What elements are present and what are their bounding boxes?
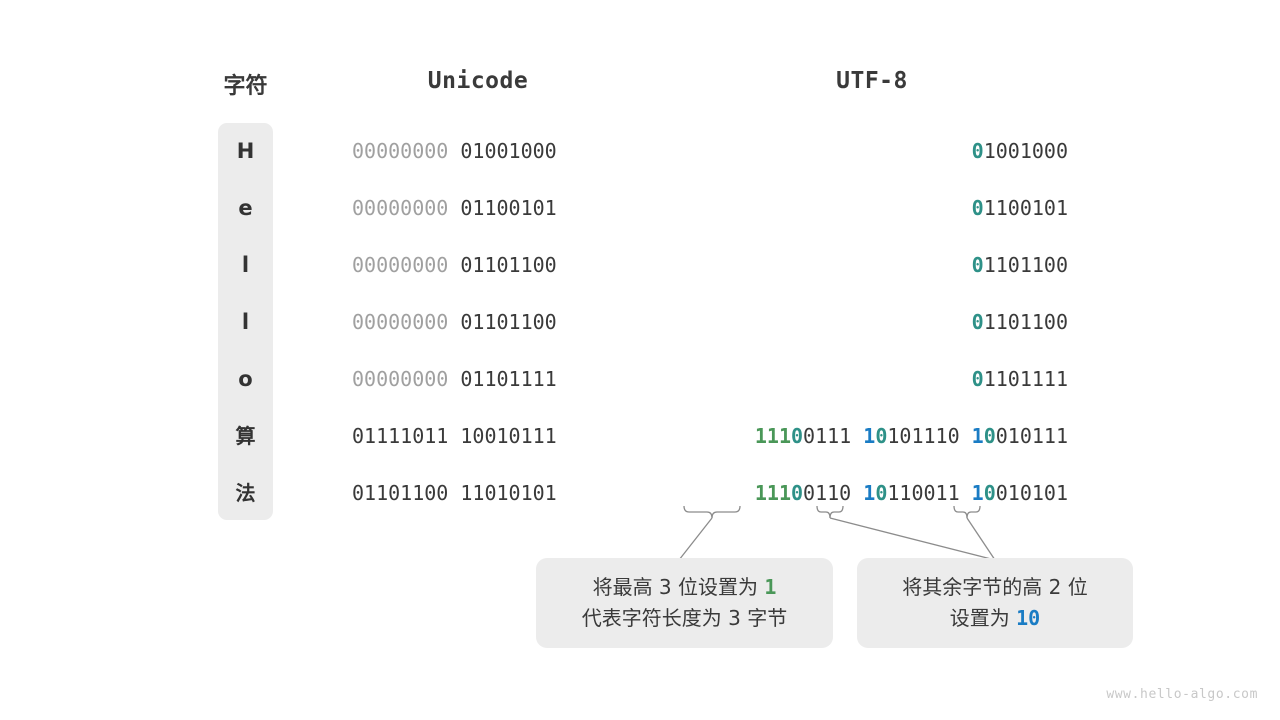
character-cell: 算 bbox=[235, 424, 256, 448]
unicode-cell: 01111011 10010111 bbox=[352, 423, 608, 449]
callout-1-line-2-text: 代表字符长度为 3 字节 bbox=[581, 606, 788, 630]
bit-segment-dark: 01100101 bbox=[460, 196, 557, 220]
bit-segment-dim bbox=[448, 367, 460, 391]
callout-2-line-1: 将其余字节的高 2 位 bbox=[902, 572, 1087, 603]
bit-segment-dark: 0110 bbox=[803, 481, 852, 505]
bit-segment-blue: 1 bbox=[863, 424, 876, 448]
bit-segment-green: 111 bbox=[754, 481, 791, 505]
bit-segment-dark: 110011 bbox=[887, 481, 960, 505]
bit-segment-dark bbox=[960, 481, 972, 505]
column-header-utf8: UTF-8 bbox=[836, 68, 908, 94]
bit-segment-dark bbox=[448, 424, 460, 448]
callout-1-line-1: 将最高 3 位设置为 1 bbox=[593, 572, 777, 603]
bit-segment-dark: 10010111 bbox=[460, 424, 557, 448]
bit-segment-dark bbox=[851, 481, 863, 505]
leader-line-3 bbox=[966, 517, 996, 561]
leader-line-1 bbox=[678, 517, 713, 561]
bit-segment-blue: 1 bbox=[971, 481, 984, 505]
character-cell: l bbox=[241, 253, 250, 277]
utf8-cell: 01100101 bbox=[676, 195, 1068, 221]
callout-2-line-1-text: 将其余字节的高 2 位 bbox=[902, 575, 1088, 599]
bit-segment-teal: 0 bbox=[971, 367, 984, 391]
bit-segment-dim bbox=[448, 310, 460, 334]
bit-segment-dim: 00000000 bbox=[352, 310, 449, 334]
bit-segment-teal: 0 bbox=[791, 481, 804, 505]
bit-segment-green: 111 bbox=[754, 424, 791, 448]
utf8-cell: 01001000 bbox=[676, 138, 1068, 164]
callout-leading-bits: 将最高 3 位设置为 1 代表字符长度为 3 字节 bbox=[536, 558, 833, 648]
column-header-unicode: Unicode bbox=[427, 68, 529, 94]
bit-segment-dim: 00000000 bbox=[352, 367, 449, 391]
bit-segment-dark: 01101100 bbox=[352, 481, 449, 505]
bit-segment-teal: 0 bbox=[875, 424, 888, 448]
bit-segment-teal: 0 bbox=[791, 424, 804, 448]
bit-segment-dark: 010111 bbox=[995, 424, 1068, 448]
bit-segment-dark: 1101100 bbox=[983, 253, 1068, 277]
utf8-cell: 11100111 10101110 10010111 bbox=[676, 423, 1068, 449]
utf8-cell: 01101111 bbox=[676, 366, 1068, 392]
bit-segment-dark: 01001000 bbox=[460, 139, 557, 163]
callout-1-line-1-highlight: 1 bbox=[764, 575, 777, 599]
utf8-cell: 01101100 bbox=[676, 252, 1068, 278]
callout-1-line-2: 代表字符长度为 3 字节 bbox=[582, 603, 787, 634]
unicode-cell: 00000000 01101100 bbox=[352, 309, 608, 335]
bit-segment-dark bbox=[851, 424, 863, 448]
bit-segment-dark: 1101111 bbox=[983, 367, 1068, 391]
callout-1-line-1-text: 将最高 3 位设置为 bbox=[592, 575, 765, 599]
bit-segment-dark: 010101 bbox=[995, 481, 1068, 505]
bit-segment-blue: 1 bbox=[971, 424, 984, 448]
callout-continuation-bits: 将其余字节的高 2 位 设置为 10 bbox=[857, 558, 1133, 648]
unicode-cell: 00000000 01101100 bbox=[352, 252, 608, 278]
bit-segment-dark bbox=[448, 481, 460, 505]
bit-segment-dark: 01111011 bbox=[352, 424, 449, 448]
bit-segment-teal: 0 bbox=[983, 424, 996, 448]
bit-segment-dim bbox=[448, 253, 460, 277]
bit-segment-dark: 1100101 bbox=[983, 196, 1068, 220]
bit-segment-teal: 0 bbox=[875, 481, 888, 505]
bit-segment-dark: 0111 bbox=[803, 424, 852, 448]
bit-segment-teal: 0 bbox=[971, 253, 984, 277]
callout-2-line-2-highlight: 10 bbox=[1016, 606, 1041, 630]
bit-segment-teal: 0 bbox=[983, 481, 996, 505]
unicode-cell: 00000000 01101111 bbox=[352, 366, 608, 392]
bit-segment-dim: 00000000 bbox=[352, 196, 449, 220]
brace-continuation-bits-2 bbox=[953, 505, 981, 519]
character-cell: l bbox=[241, 310, 250, 334]
bit-segment-dark: 101110 bbox=[887, 424, 960, 448]
utf8-cell: 11100110 10110011 10010101 bbox=[676, 480, 1068, 506]
bit-segment-dark: 01101100 bbox=[460, 310, 557, 334]
bit-segment-dim: 00000000 bbox=[352, 253, 449, 277]
brace-continuation-bits-1 bbox=[816, 505, 844, 519]
callout-2-line-2-text: 设置为 bbox=[949, 606, 1017, 630]
character-column-panel bbox=[218, 123, 273, 520]
character-cell: 法 bbox=[235, 481, 256, 505]
callout-2-line-2: 设置为 10 bbox=[950, 603, 1040, 634]
bit-segment-dark: 01101100 bbox=[460, 253, 557, 277]
bit-segment-dark: 01101111 bbox=[460, 367, 557, 391]
bit-segment-dark: 1001000 bbox=[983, 139, 1068, 163]
unicode-cell: 00000000 01001000 bbox=[352, 138, 608, 164]
bit-segment-dim bbox=[448, 196, 460, 220]
bit-segment-blue: 1 bbox=[863, 481, 876, 505]
watermark: www.hello-algo.com bbox=[1106, 687, 1258, 702]
bit-segment-dim: 00000000 bbox=[352, 139, 449, 163]
character-cell: o bbox=[238, 367, 253, 391]
character-cell: H bbox=[236, 139, 255, 163]
character-cell: e bbox=[238, 196, 253, 220]
unicode-cell: 00000000 01100101 bbox=[352, 195, 608, 221]
bit-segment-dark bbox=[960, 424, 972, 448]
column-header-character: 字符 bbox=[223, 74, 268, 99]
bit-segment-teal: 0 bbox=[971, 196, 984, 220]
leader-line-2 bbox=[829, 517, 996, 561]
bit-segment-dark: 1101100 bbox=[983, 310, 1068, 334]
bit-segment-teal: 0 bbox=[971, 139, 984, 163]
brace-leading-bits bbox=[683, 505, 741, 519]
unicode-cell: 01101100 11010101 bbox=[352, 480, 608, 506]
bit-segment-teal: 0 bbox=[971, 310, 984, 334]
bit-segment-dark: 11010101 bbox=[460, 481, 557, 505]
bit-segment-dim bbox=[448, 139, 460, 163]
utf8-cell: 01101100 bbox=[676, 309, 1068, 335]
